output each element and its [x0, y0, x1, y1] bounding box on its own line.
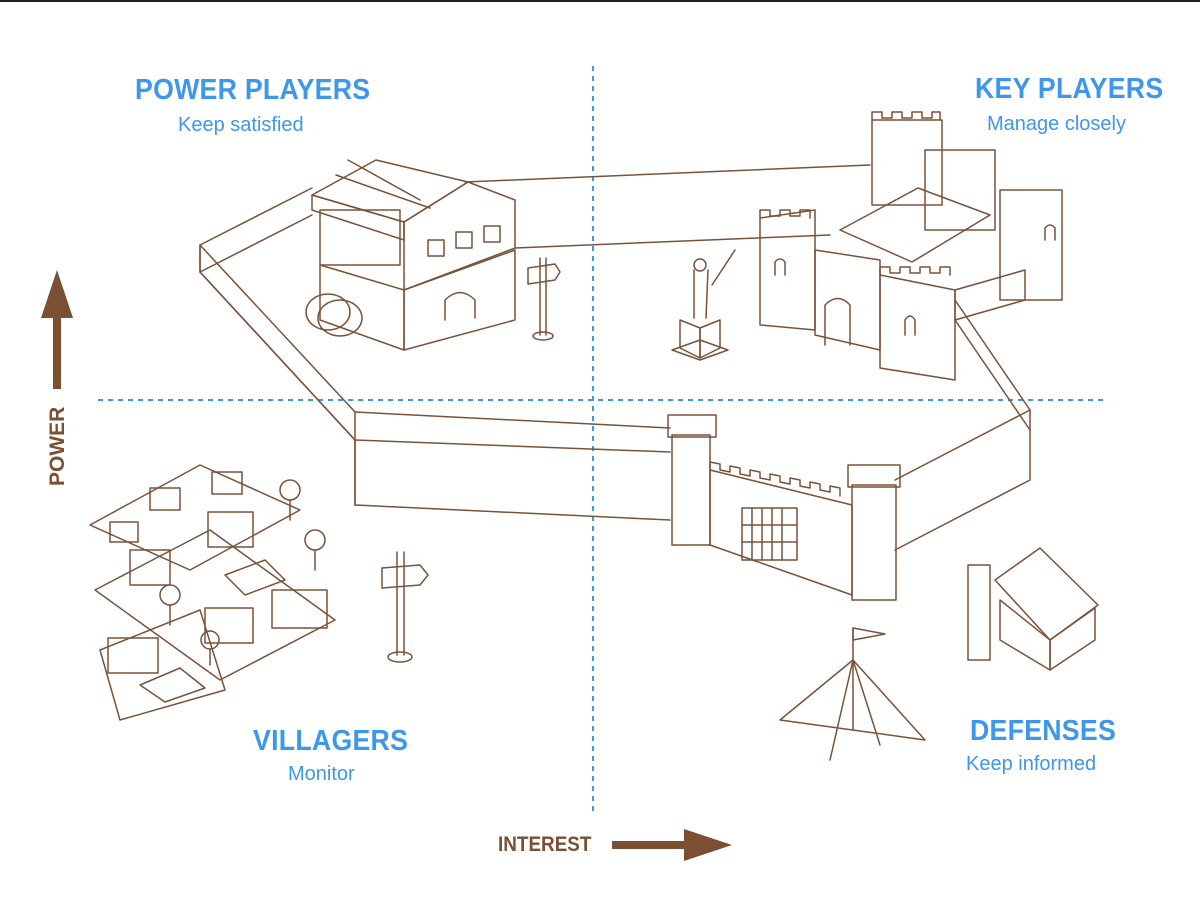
key-players-subtitle: Manage closely	[987, 113, 1126, 135]
wall-enclosure	[199, 164, 1031, 551]
defenses-subtitle: Keep informed	[966, 753, 1097, 775]
arrow-right-icon	[612, 829, 732, 861]
interest-axis-label: INTEREST	[498, 833, 592, 856]
watchtower-house-icon	[305, 159, 516, 351]
power-axis-label: POWER	[46, 406, 69, 486]
villagers-subtitle: Monitor	[288, 763, 355, 785]
arrow-up-icon	[41, 270, 73, 389]
power-players-title: POWER PLAYERS	[135, 74, 371, 106]
stone-hut-icon	[967, 547, 1099, 671]
signpost-icon	[381, 551, 429, 663]
village-icon	[89, 464, 336, 721]
signpost-icon	[527, 257, 561, 341]
tent-icon	[779, 627, 926, 761]
defenses-title: DEFENSES	[970, 715, 1117, 747]
statue-icon	[671, 249, 736, 361]
villagers-title: VILLAGERS	[253, 725, 409, 757]
power-players-subtitle: Keep satisfied	[178, 114, 304, 136]
castle-icon	[759, 111, 1063, 381]
key-players-title: KEY PLAYERS	[975, 73, 1164, 105]
gate-icon	[667, 414, 901, 601]
